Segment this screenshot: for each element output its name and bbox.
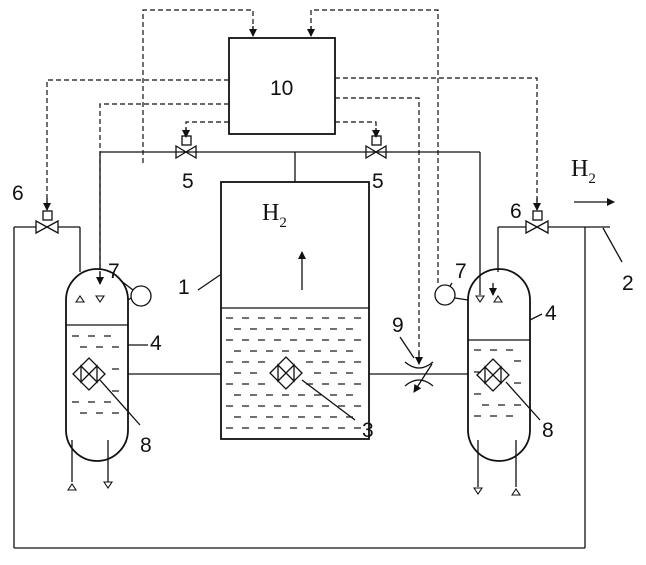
label-left-vessel: 4 — [150, 332, 162, 355]
controller-label: 10 — [270, 77, 293, 100]
signal-line-right-valve-6 — [335, 78, 537, 205]
right-vessel-liquid — [474, 350, 521, 416]
signal-line-left-valve-5 — [186, 122, 229, 134]
signal-line-right-valve-5 — [335, 122, 376, 134]
label-tank: 1 — [178, 276, 190, 299]
signal-line-left-vessel — [100, 104, 229, 278]
controller-box: 10 — [229, 38, 335, 134]
valve-6-left: 6 — [12, 182, 80, 272]
valve-6-right: 6 — [498, 200, 610, 272]
outlet-gas-label: H2 — [571, 156, 596, 187]
tank-gas-label: H2 — [262, 200, 287, 231]
signal-line-left-sensor — [143, 10, 253, 163]
left-sensor: 7 — [108, 260, 151, 306]
throttle-9: 9 — [392, 314, 433, 392]
left-vessel-liquid — [72, 336, 119, 413]
signal-line-throttle — [335, 98, 419, 360]
label-valve-6-right: 6 — [510, 200, 522, 223]
label-right-inner: 8 — [542, 419, 554, 442]
right-sensor: 7 — [435, 260, 468, 305]
label-diffuser: 3 — [362, 419, 374, 442]
label-left-inner: 8 — [140, 434, 152, 457]
label-valve-6-left: 6 — [12, 182, 24, 205]
label-valve-5-right: 5 — [372, 170, 384, 193]
label-right-vessel: 4 — [545, 302, 557, 325]
label-right-sensor: 7 — [455, 260, 467, 283]
signal-line-left-valve-6 — [47, 80, 229, 205]
central-tank: H2 1 3 — [178, 182, 374, 442]
outlet: 2 H2 — [571, 156, 634, 295]
right-vessel: 8 4 — [468, 269, 557, 495]
control-lines — [47, 10, 537, 364]
label-throttle: 9 — [392, 314, 404, 337]
label-outlet: 2 — [622, 272, 634, 295]
label-left-sensor: 7 — [108, 260, 120, 283]
label-valve-5-left: 5 — [182, 170, 194, 193]
diffuser-3: 3 — [270, 357, 374, 442]
header-pipe — [100, 152, 480, 295]
valve-5-left: 5 — [176, 136, 196, 193]
left-vessel: 8 4 — [66, 269, 162, 490]
